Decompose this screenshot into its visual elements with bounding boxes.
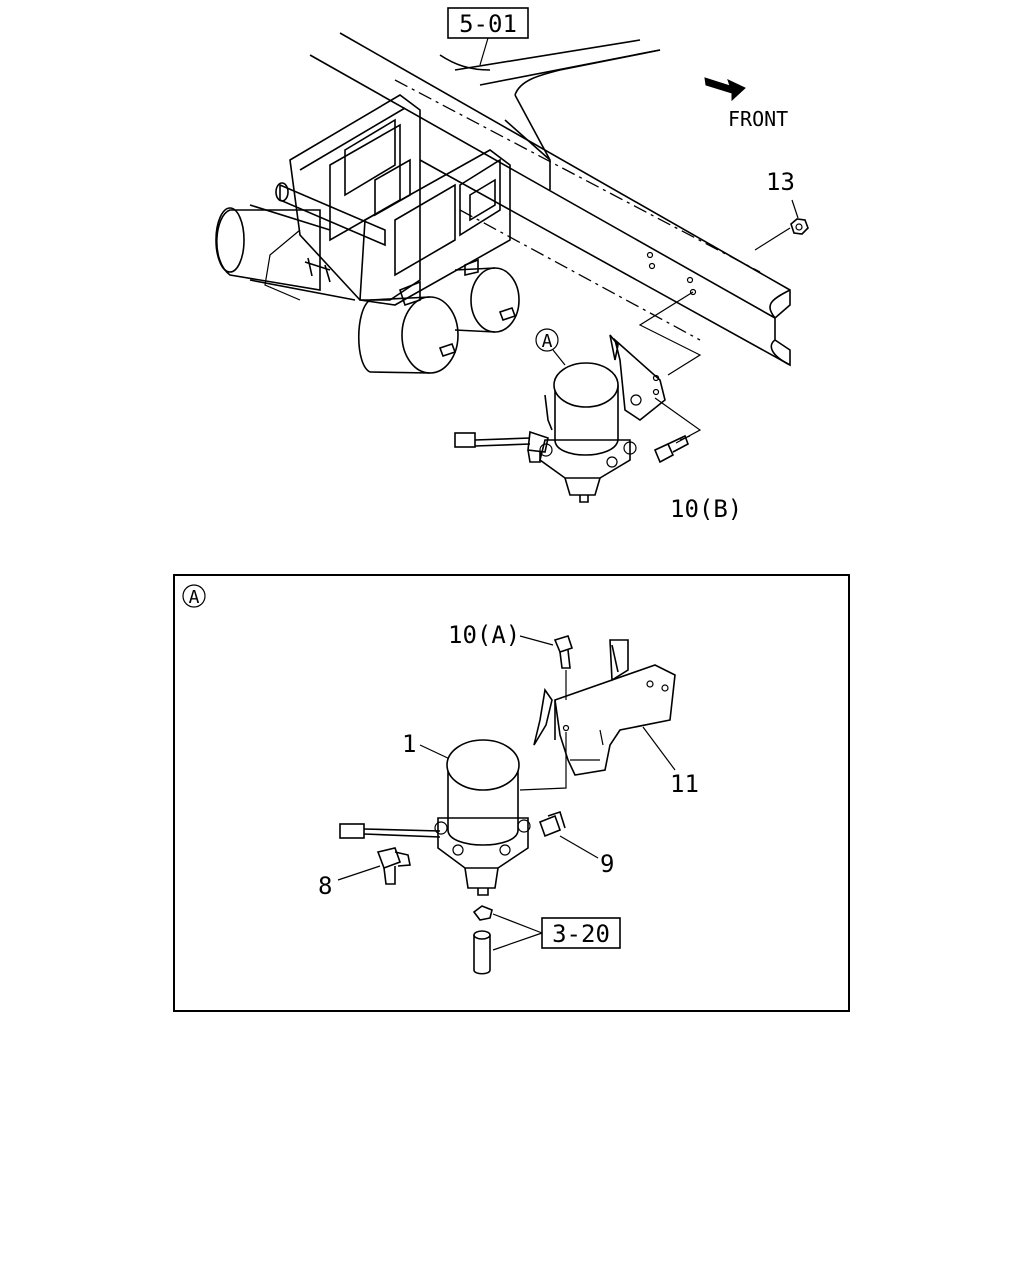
part-10b-label: 10(B): [670, 495, 742, 523]
part-9-fitting: 9: [538, 810, 614, 878]
detail-a-box: [173, 574, 850, 1012]
ref-label-5-01: 5-01: [459, 10, 517, 38]
part-13: 13: [754, 168, 809, 251]
part-1-label: 1: [402, 730, 416, 758]
part-9-label: 9: [600, 850, 614, 878]
ref-box-5-01: 5-01: [447, 7, 529, 66]
part-11-label: 11: [670, 770, 699, 798]
front-indicator: FRONT: [704, 77, 788, 131]
part-10a-label: 10(A): [448, 621, 520, 649]
part-13-label: 13: [766, 168, 795, 196]
callout-a-box: A: [182, 584, 206, 608]
frame-assembly: [215, 32, 791, 374]
part-10a: 10(A): [448, 621, 574, 700]
top-compressor: [454, 291, 702, 503]
part-8-fitting: 8: [318, 847, 411, 900]
arrow-right-down-icon: [704, 77, 746, 102]
ref-parts-3-20: 3-20: [472, 905, 621, 975]
part-8-label: 8: [318, 872, 332, 900]
part-1-compressor: 1: [339, 730, 531, 896]
callout-a-top-label: A: [542, 331, 553, 352]
callout-a-top: A: [535, 328, 566, 366]
front-label: FRONT: [728, 107, 788, 131]
callout-a-box-label: A: [189, 587, 200, 608]
ref-label-3-20: 3-20: [552, 920, 610, 948]
part-11-bracket: 11: [519, 639, 699, 798]
